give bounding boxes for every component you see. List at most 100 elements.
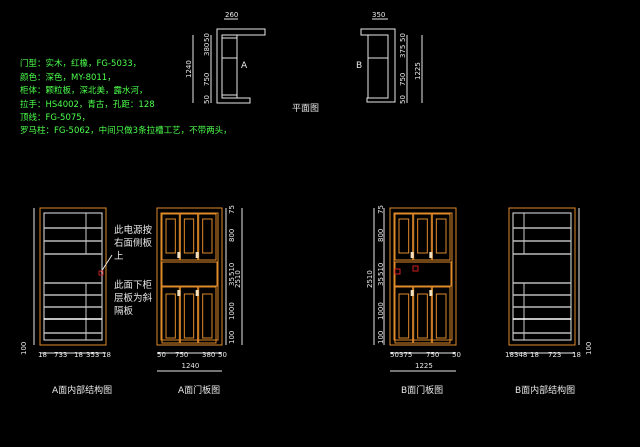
handle-icon [177,252,181,258]
dimension-label: 18 [74,351,83,359]
door-panel [435,218,447,254]
dimension-label: 35 [228,277,236,286]
note-line: 此面下柜 [114,279,153,291]
door-panel [398,218,410,254]
door-panel [183,218,195,254]
plan-b: 350 1225 50 375 750 50 B [356,11,423,104]
upper-door [198,213,217,261]
door-panel [202,218,213,254]
dimension-label: 750 [175,351,188,359]
dimension-label: 1000 [377,302,385,320]
dimension-label: 375 [399,351,412,359]
dimension-label: 100 [20,342,28,355]
spec-handle: 拉手：HS4002，青古，孔距：128 [20,99,155,110]
plan-a: 260 1240 50 380 750 50 A [185,11,266,104]
title-b-internal: B面内部结构图 [515,384,575,396]
dimension-label: 50 [157,351,166,359]
upper-door [394,213,414,261]
outlet-icon [394,268,401,275]
dimension-label: 1000 [228,302,236,320]
dim: 50 [203,95,211,104]
spec-color: 颜色：深色，MY-8011， [20,72,116,83]
open-niche [161,261,218,287]
handle-icon [177,290,181,296]
dimension-label: 18 [102,351,111,359]
dim: 50 [203,33,211,42]
dimension-label: 1225 [415,362,433,370]
dimension-label: 100 [228,331,236,344]
dimension-label: 2510 [366,270,374,288]
spec-door-type: 门型：实木，红橡，FG-5033， [20,58,141,69]
dimension-label: 723 [548,351,561,359]
cabinet-frame [508,207,576,346]
door-panel [435,293,447,339]
upper-door [413,213,432,261]
dimension-label: 1240 [182,362,200,370]
note-line: 隔板 [114,305,134,317]
dimension-label: 100 [377,331,385,344]
dim: 375 [399,45,407,58]
spec-top-line: 顶线：FG-5075， [20,112,90,123]
note-line: 上 [114,251,124,262]
lower-door [161,286,180,344]
dimension-label: 733 [54,351,67,359]
dim: 750 [399,73,407,86]
open-niche [394,261,452,287]
door-panel [417,293,428,339]
lower-door [413,286,432,344]
dimension-label: 2510 [234,270,242,288]
dimension-label: 75 [377,205,385,214]
outlet-icon [412,265,419,272]
plan-b-label: B [356,61,362,71]
door-panel [202,293,213,339]
dimension-label: 800 [377,229,385,242]
door-panel [165,293,176,339]
note-line: 右面侧板 [114,237,153,249]
dimension-label: 35 [377,277,385,286]
dimension-label: 75 [228,205,236,214]
plan-b-width: 350 [372,11,385,19]
dimension-label: 510 [228,263,236,276]
plan-a-label: A [241,61,248,71]
dim: 50 [399,33,407,42]
note-line: 层板为斜 [114,292,153,304]
plan-b-total: 1225 [414,62,422,80]
dimension-label: 50 [218,351,227,359]
handle-icon [195,252,199,258]
upper-door [431,213,451,261]
upper-door [161,213,180,261]
dimension-label: 353 [86,351,99,359]
inner-frame [393,212,453,341]
dimension-label: 18 [505,351,514,359]
cabinet-frame [389,207,457,346]
dimension-label: 18 [530,351,539,359]
handle-icon [195,290,199,296]
spec-roman-column: 罗马柱：FG-5062，中间只做3条拉槽工艺，不带两头， [20,125,232,136]
note-shelf: 此面下柜 层板为斜 隔板 [114,279,153,317]
dimension-label: 18 [38,351,47,359]
spec-body: 柜体：颗粒板，深北美，露水河， [20,85,148,96]
handle-icon [429,252,433,258]
lower-door [179,286,199,344]
door-panel [417,218,428,254]
plan-a-width: 260 [225,11,238,19]
door-panel [183,293,195,339]
dimension-label: 50 [452,351,461,359]
note-power: 此电源按 右面侧板 上 [98,224,153,276]
inner-frame [160,212,219,341]
lower-door [394,286,414,344]
door-panel [165,218,176,254]
title-b-door: B面门板图 [401,384,443,396]
inner-frame [43,212,103,341]
title-a-door: A面门板图 [178,384,220,396]
plan-a-total: 1240 [185,60,193,78]
dim: 750 [203,73,211,86]
lower-door [431,286,451,344]
dimension-label: 50 [390,351,399,359]
